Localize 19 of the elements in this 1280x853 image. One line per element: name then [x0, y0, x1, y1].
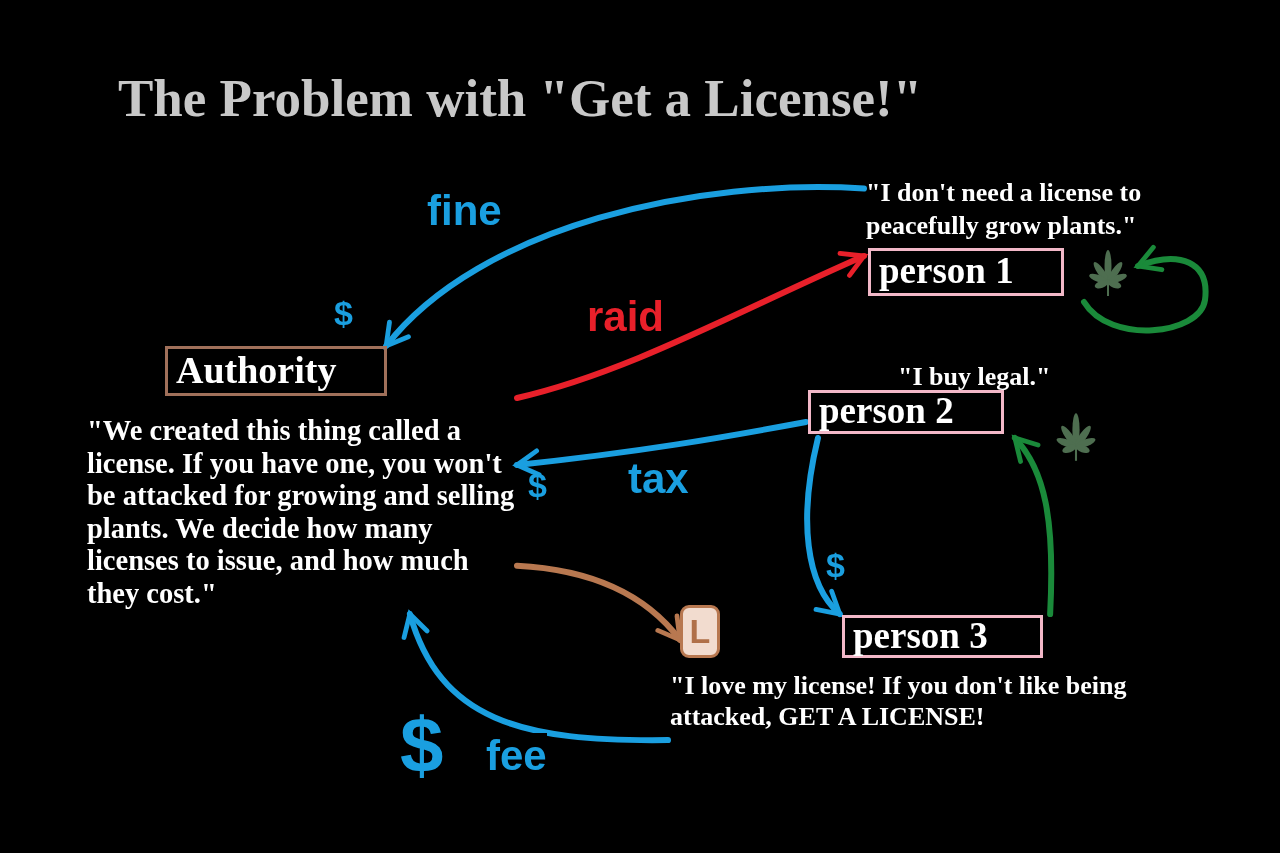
arrow — [514, 251, 867, 401]
dollar-sign: $ — [826, 548, 845, 582]
name-label: person 3 — [842, 615, 1043, 658]
name-label: Authority — [165, 346, 387, 396]
name-label: person 2 — [808, 390, 1004, 434]
quote-text: "I don't need a license to peacefully grow plants." — [866, 177, 1143, 242]
dollar-sign: $ — [334, 296, 353, 330]
arrow — [383, 184, 867, 349]
arrow — [403, 611, 671, 744]
name-label: person 1 — [868, 248, 1064, 296]
dollar-sign: $ — [400, 706, 444, 784]
license-tag: L — [680, 605, 720, 658]
quote-text: "We created this thing called a license. If you have one, you won't be attacked for growing and selling plants. We decide how many licenses to issue, and how much they cost." — [87, 415, 516, 610]
arrow — [804, 435, 843, 617]
arrow — [1011, 435, 1055, 617]
quote-text: "I buy legal." — [898, 362, 1052, 392]
title: The Problem with "Get a License!" — [118, 68, 923, 128]
arrow — [1081, 245, 1209, 334]
quote-text: "I love my license! If you don't like being attacked, GET A LICENSE! — [670, 670, 1128, 732]
